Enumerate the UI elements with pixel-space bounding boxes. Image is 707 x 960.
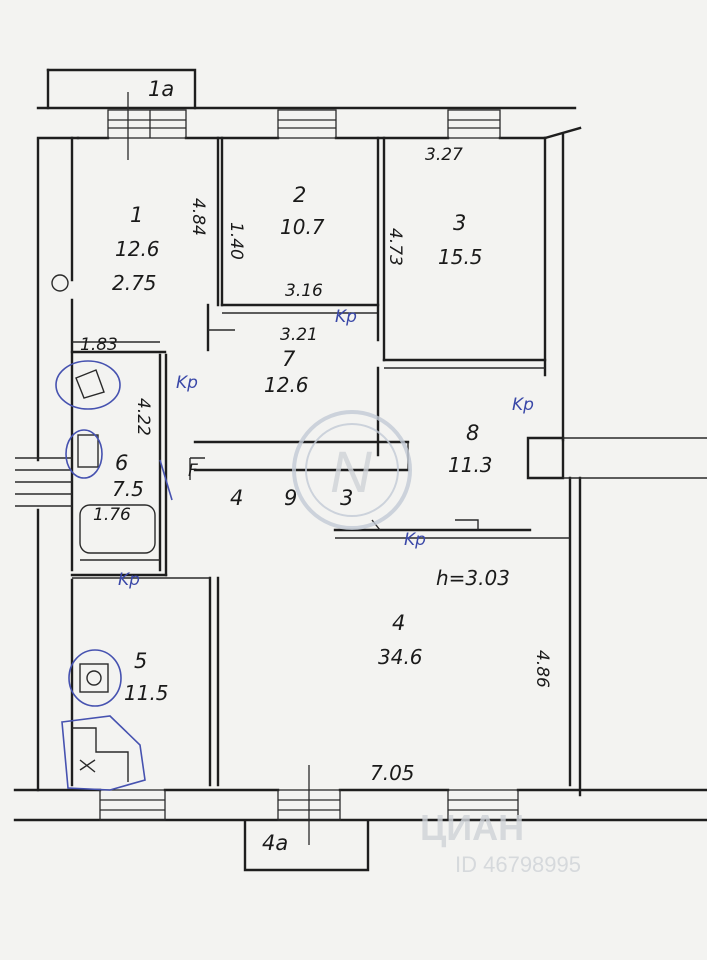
watermark: N ЦИАН ID 46798995 [292, 410, 581, 877]
pen-annotations: Kp Kp Kp Kp Kp [55, 307, 534, 791]
corridor-label-a: 4 [230, 486, 243, 510]
outer-walls [13, 106, 707, 822]
room8-number: 8 [466, 421, 479, 445]
room8-area: 11.3 [448, 453, 493, 477]
dim-room6-height: 4.22 [133, 398, 153, 436]
room5-number: 5 [134, 649, 147, 673]
room3-area: 15.5 [438, 245, 483, 269]
watermark-logo-letter: N [330, 440, 372, 505]
sink-icon [75, 369, 105, 399]
circle-sink [55, 360, 121, 410]
room-labels: 1 12.6 2.75 2 10.7 3 15.5 4 34.6 5 11.5 … [112, 183, 493, 705]
room2-number: 2 [293, 183, 306, 207]
window-bottom-left [99, 789, 166, 821]
kp-mark-4: Kp [118, 570, 140, 590]
room7-area: 12.6 [264, 373, 309, 397]
dim-room3-width: 3.27 [425, 145, 463, 165]
room6-number: 6 [115, 451, 128, 475]
kp-mark-1: Kp [335, 307, 357, 327]
window-room2 [277, 109, 337, 139]
porch-top: 1a [46, 68, 197, 110]
dimensions: 4.84 1.40 3.16 3.27 4.73 3.21 1.83 4.22 … [80, 145, 552, 785]
corridor-label-b: 9 [284, 486, 297, 510]
dim-hall-width: 1.83 [80, 335, 118, 355]
dim-room3-height: 4.73 [385, 228, 405, 266]
porch-bottom: 4a [243, 820, 370, 872]
circle-stove [68, 649, 122, 707]
window-room1 [107, 92, 187, 160]
bath-fixtures [51, 274, 156, 554]
window-bottom-right [447, 789, 519, 821]
room2-area: 10.7 [280, 215, 325, 239]
corridor-label-c: 3 [340, 486, 353, 510]
room4-number: 4 [392, 611, 405, 635]
room3-number: 3 [453, 211, 466, 235]
stove-icon [79, 663, 109, 693]
dim-room1-height: 4.84 [188, 198, 208, 236]
porch-bottom-label: 4a [262, 831, 288, 855]
watermark-id: ID 46798995 [455, 852, 581, 877]
ceiling-height: h=3.03 [436, 566, 510, 590]
dim-room7-width: 3.21 [280, 325, 318, 345]
dim-room4-height: 4.86 [532, 650, 552, 688]
window-room3 [447, 109, 501, 139]
circle-kitchen-corner [61, 715, 146, 791]
room1-area: 12.6 [115, 237, 160, 261]
kp-mark-5: Kp [512, 395, 534, 415]
porch-top-label: 1a [148, 77, 174, 101]
circle-toilet [65, 429, 103, 479]
kitchen-sink-icon [72, 727, 129, 782]
dim-room6-width: 1.76 [93, 505, 131, 525]
room1-extra: 2.75 [112, 271, 157, 295]
stair-mark: F [188, 461, 198, 481]
dim-room2-width: 3.16 [285, 281, 323, 301]
room5-area: 11.5 [124, 681, 169, 705]
windows [99, 92, 519, 845]
kp-mark-3: Kp [404, 530, 426, 550]
kp-mark-2: Kp [176, 373, 198, 393]
watermark-brand: ЦИАН [420, 807, 524, 848]
window-bottom-mid [277, 765, 341, 845]
dim-room2-height: 1.40 [226, 222, 246, 260]
room1-number: 1 [130, 203, 143, 227]
room4-area: 34.6 [378, 645, 423, 669]
room6-area: 7.5 [112, 477, 144, 501]
room7-number: 7 [282, 347, 296, 371]
dim-total-width: 7.05 [370, 761, 415, 785]
